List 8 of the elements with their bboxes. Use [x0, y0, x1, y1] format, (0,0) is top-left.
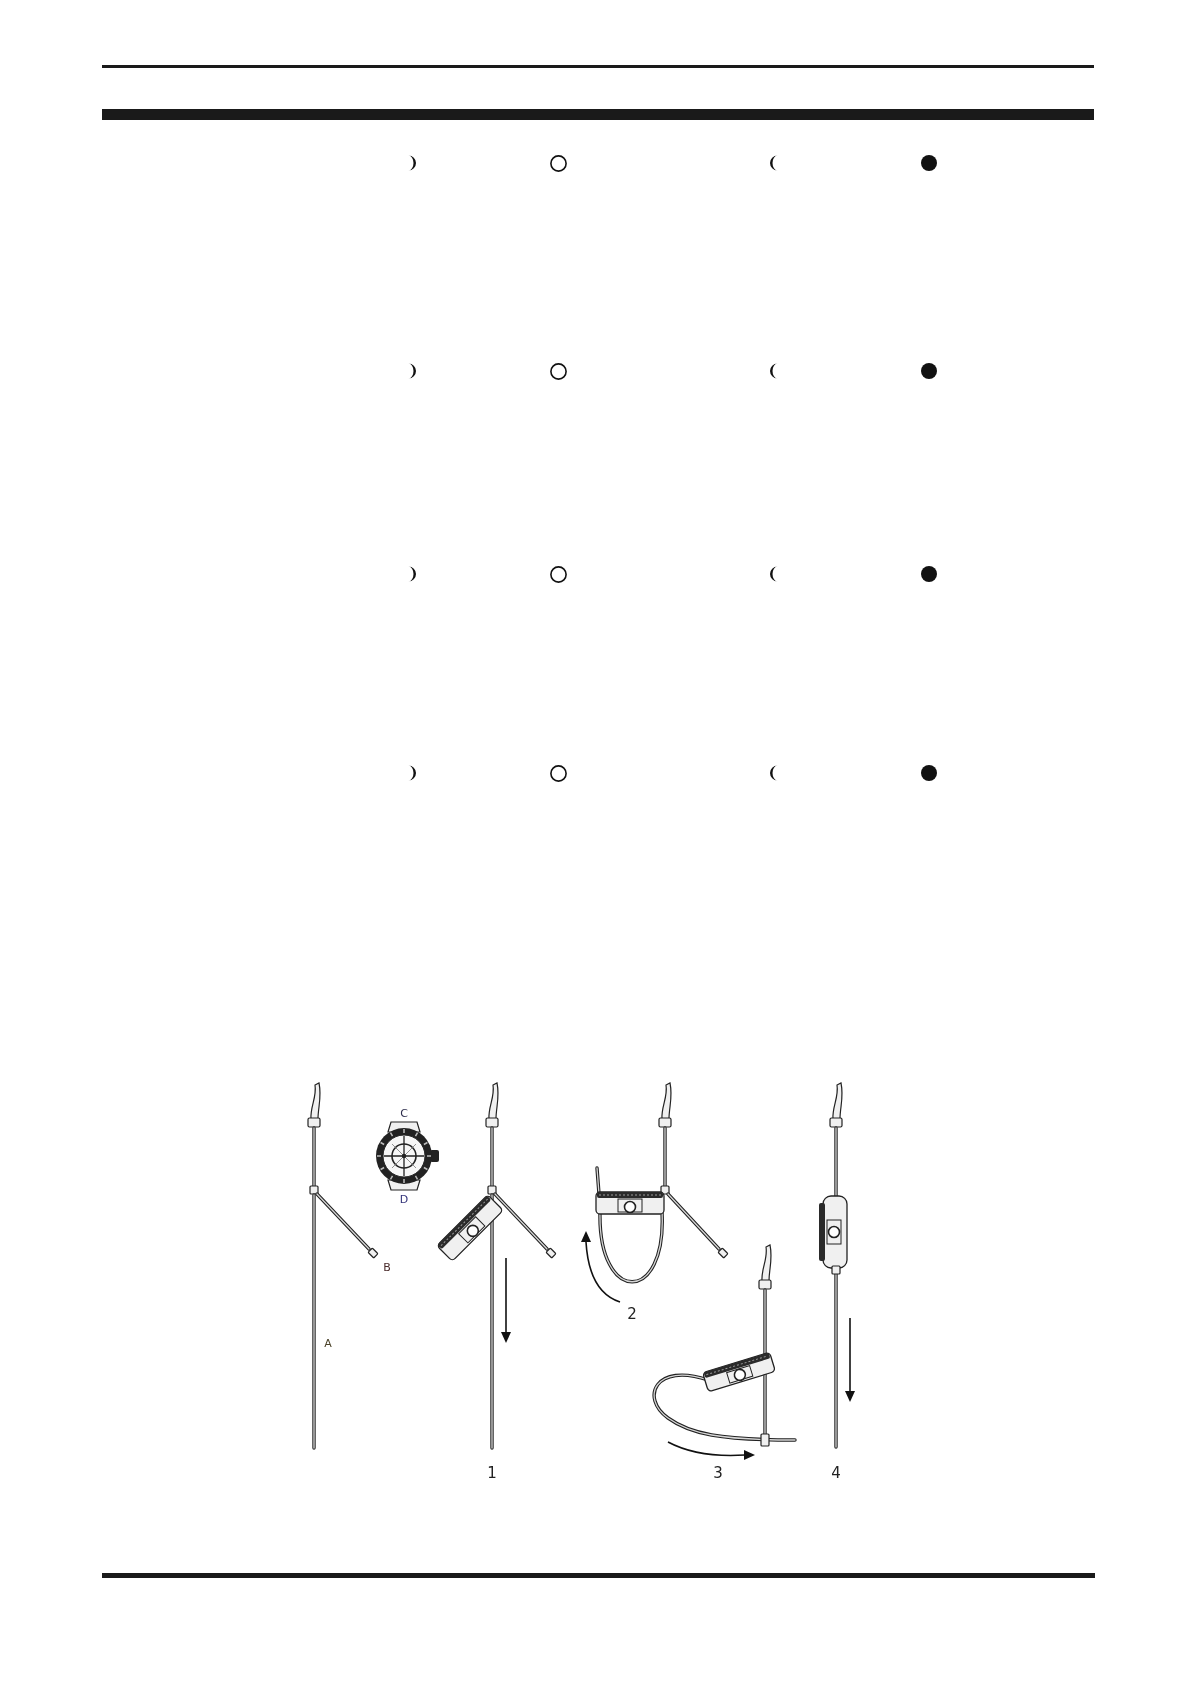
step-number: 3 — [713, 1465, 723, 1481]
part-letter: A — [324, 1337, 332, 1349]
part-letter: B — [383, 1261, 391, 1273]
step-number: 4 — [831, 1465, 841, 1481]
step-number: 2 — [627, 1306, 637, 1322]
part-letter: C — [400, 1107, 408, 1119]
part-letter: D — [399, 1193, 409, 1205]
step-number: 1 — [487, 1465, 497, 1481]
